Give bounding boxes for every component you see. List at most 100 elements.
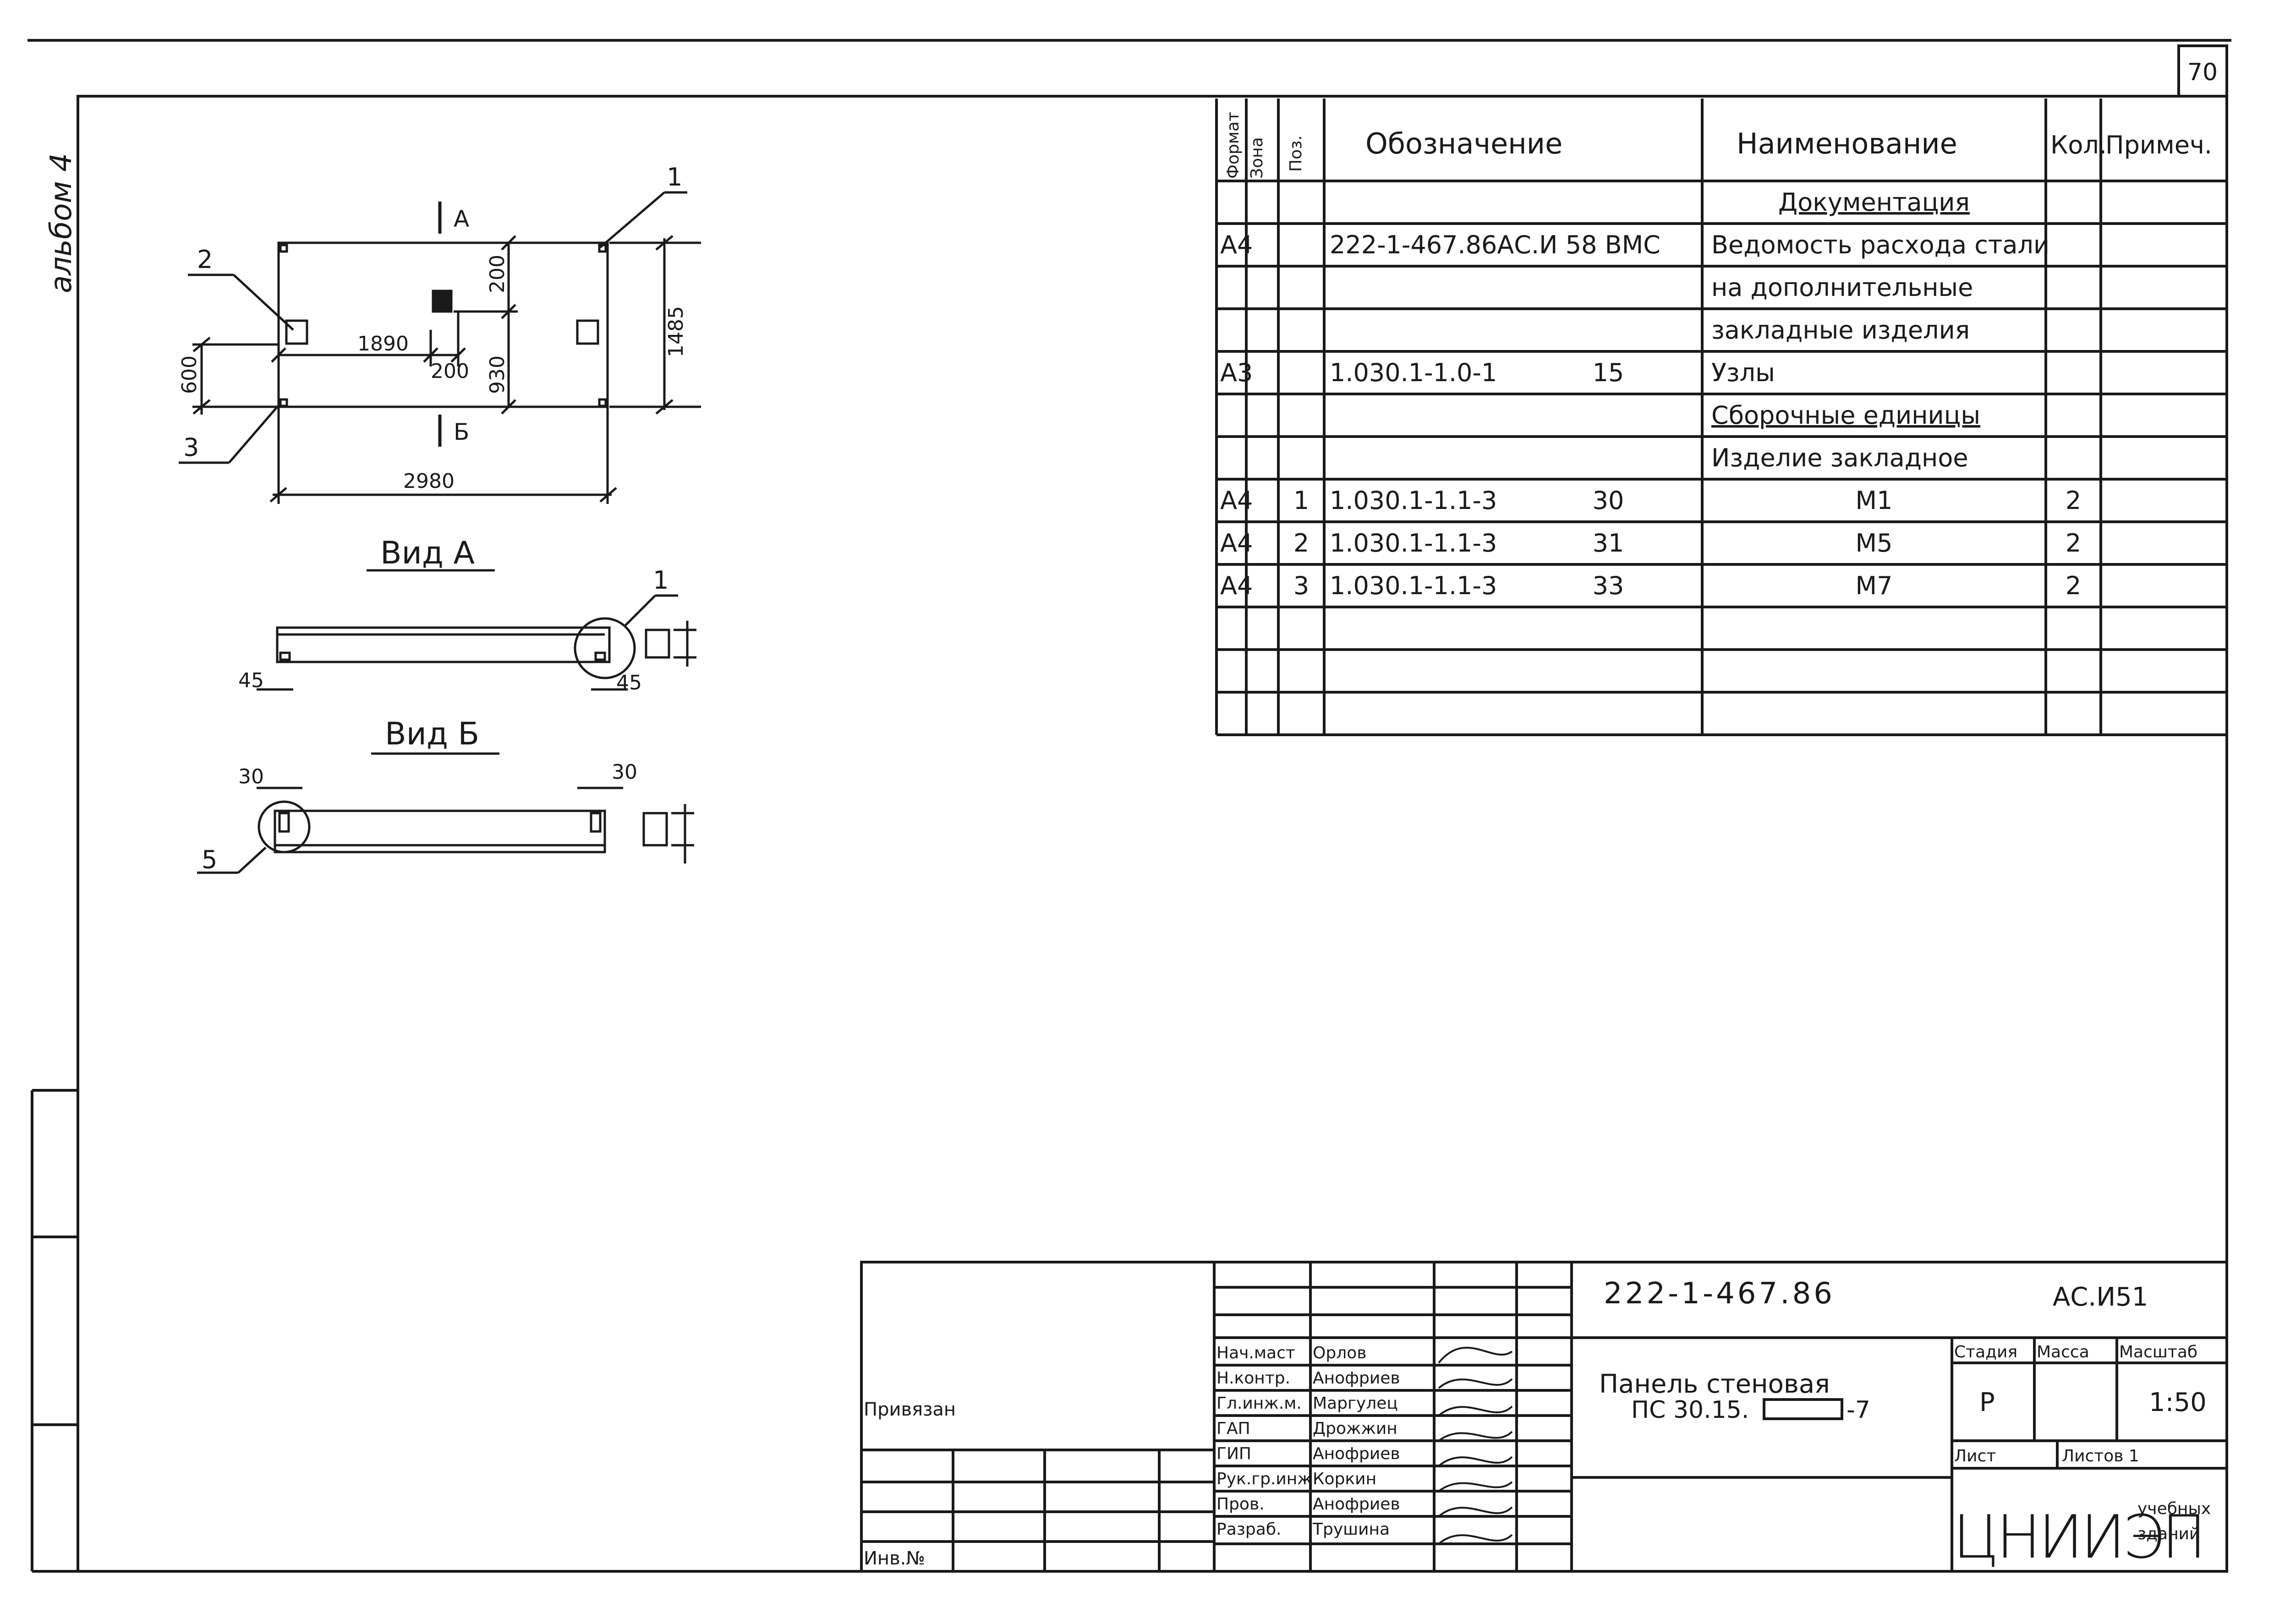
spec-row-qty: 2 xyxy=(2066,486,2081,515)
role-title: Нач.маст xyxy=(1216,1344,1295,1362)
spec-row-name: Узлы xyxy=(1711,358,1775,387)
inv-no-label: Инв.№ xyxy=(864,1548,925,1569)
dim-930: 930 xyxy=(486,355,509,394)
dim-2980: 2980 xyxy=(403,470,455,493)
spec-row-name: Сборочные единицы xyxy=(1711,401,1980,430)
scale-value: 1:50 xyxy=(2149,1388,2207,1417)
role-name: Дрожжин xyxy=(1313,1419,1397,1438)
stage-label: Стадия xyxy=(1954,1343,2017,1362)
title-line-1: Панель стеновая xyxy=(1599,1369,1830,1399)
page-number-box xyxy=(2177,44,2228,98)
header-qty: Кол. xyxy=(2050,131,2107,159)
sheets-label: Листов 1 xyxy=(2062,1447,2139,1465)
view-a-callout-1: 1 xyxy=(653,566,669,595)
title-line-2a: ПС 30.15. xyxy=(1631,1396,1749,1424)
spec-row-qty: 2 xyxy=(2066,529,2081,558)
spec-headers: Формат Зона Поз. Обозначение Наименовани… xyxy=(1224,112,2212,179)
spec-row-format: А4 xyxy=(1220,571,1253,600)
header-designation: Обозначение xyxy=(1365,127,1562,160)
callout-3: 3 xyxy=(183,433,199,462)
spec-row-ref: 30 xyxy=(1593,486,1624,515)
spec-row-ref: 15 xyxy=(1593,358,1624,387)
spec-row-format: А4 xyxy=(1220,529,1253,558)
panel-outline xyxy=(277,241,609,408)
header-name: Наименование xyxy=(1737,127,1957,160)
callout-1: 1 xyxy=(667,163,682,191)
dim-1485: 1485 xyxy=(664,306,688,357)
album-label: альбом 4 xyxy=(44,153,78,293)
role-title: ГИП xyxy=(1216,1444,1251,1463)
role-title: Н.контр. xyxy=(1216,1369,1290,1388)
doc-code: 222-1-467.86 xyxy=(1604,1277,1835,1311)
spec-row-designation: 1.030.1-1.1-3 xyxy=(1330,486,1497,515)
view-b-title: Вид Б xyxy=(385,716,479,752)
title-block xyxy=(860,1261,2228,1573)
role-name: Анофриев xyxy=(1313,1495,1400,1514)
view-a-title: Вид А xyxy=(380,535,475,571)
sheet-code: АС.И51 xyxy=(2053,1282,2148,1312)
org-sub-2: зданий xyxy=(2137,1525,2200,1543)
spec-row-name: Документация xyxy=(1778,188,1970,217)
sheet-label: Лист xyxy=(1954,1447,1996,1465)
spec-row-designation: 1.030.1-1.1-3 xyxy=(1330,571,1497,600)
role-name: Анофриев xyxy=(1313,1444,1400,1463)
section-a-marker: А xyxy=(454,206,469,232)
dim-30-left: 30 xyxy=(238,765,264,788)
page-number: 70 xyxy=(2187,59,2218,86)
privyazan-label: Привязан xyxy=(864,1399,956,1420)
dim-45-left: 45 xyxy=(238,669,264,692)
spec-row-name: М5 xyxy=(1856,529,1893,558)
title-line-2b: -7 xyxy=(1847,1396,1870,1424)
dim-45-right: 45 xyxy=(616,671,642,694)
spec-row-pos: 1 xyxy=(1293,486,1309,515)
spec-row-pos: 2 xyxy=(1293,529,1309,558)
dim-1890: 1890 xyxy=(357,332,409,355)
org-main: ЦНИИЭП xyxy=(1953,1502,2203,1572)
dim-30-right: 30 xyxy=(612,760,637,784)
spec-row-designation: 1.030.1-1.0-1 xyxy=(1330,358,1497,387)
role-name: Орлов xyxy=(1313,1344,1366,1362)
spec-row-name: Изделие закладное xyxy=(1711,443,1968,472)
header-zone: Зона xyxy=(1248,137,1266,179)
spec-row-designation: 222-1-467.86АС.И 58 ВМС xyxy=(1330,230,1660,259)
stage-value: Р xyxy=(1979,1388,1995,1417)
section-b-marker: Б xyxy=(454,419,469,445)
scale-label: Масштаб xyxy=(2119,1343,2197,1362)
spec-row-name: М1 xyxy=(1856,486,1893,515)
header-pos: Поз. xyxy=(1287,135,1305,172)
spec-row-format: А4 xyxy=(1220,230,1253,259)
role-name: Анофриев xyxy=(1313,1369,1400,1388)
dim-600: 600 xyxy=(178,355,201,394)
spec-row-pos: 3 xyxy=(1293,571,1309,600)
view-a-drawing xyxy=(257,569,696,691)
role-name: Маргулец xyxy=(1313,1394,1398,1413)
header-format: Формат xyxy=(1224,112,1243,179)
spec-row-format: А4 xyxy=(1220,486,1253,515)
role-title: Пров. xyxy=(1216,1495,1265,1514)
spec-row-format: А3 xyxy=(1220,358,1253,387)
dim-200-horizontal: 200 xyxy=(431,360,469,383)
spec-row-name: закладные изделия xyxy=(1711,316,1970,344)
view-b-drawing xyxy=(197,752,694,874)
org-sub-1: учебных xyxy=(2137,1499,2211,1518)
mass-label: Масса xyxy=(2037,1343,2089,1362)
callout-2: 2 xyxy=(197,245,213,274)
role-title: Разраб. xyxy=(1216,1520,1281,1539)
role-name: Коркин xyxy=(1313,1470,1376,1488)
role-name: Трушина xyxy=(1312,1520,1390,1539)
spec-row-ref: 31 xyxy=(1593,529,1624,558)
spec-row-name: Ведомость расхода стали xyxy=(1711,230,2049,259)
spec-row-qty: 2 xyxy=(2066,571,2081,600)
spec-row-designation: 1.030.1-1.1-3 xyxy=(1330,529,1497,558)
spec-row-name: на дополнительные xyxy=(1711,273,1973,302)
spec-row-name: М7 xyxy=(1856,571,1893,600)
panel-plan-view xyxy=(179,191,701,504)
role-title: Гл.инж.м. xyxy=(1216,1394,1302,1413)
dim-200-vertical: 200 xyxy=(486,255,509,293)
role-title: ГАП xyxy=(1216,1419,1250,1438)
spec-row-ref: 33 xyxy=(1593,571,1624,600)
role-title: Рук.гр.инж xyxy=(1216,1470,1312,1488)
